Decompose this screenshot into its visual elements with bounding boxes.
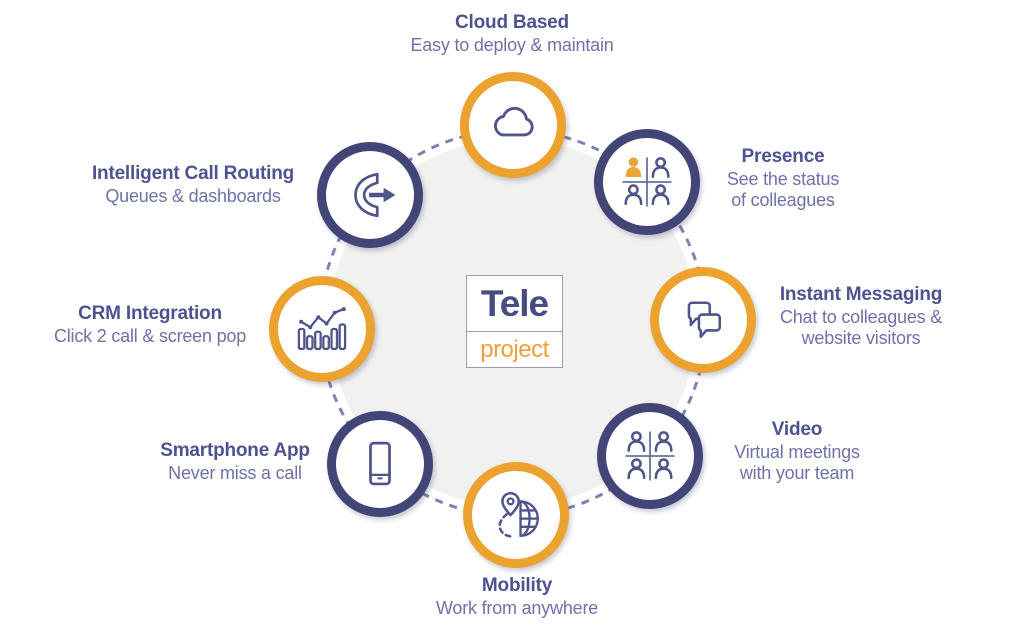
feature-node-mobility (463, 462, 569, 568)
feature-subtitle: Virtual meetings with your team (734, 441, 860, 483)
globe-pin-icon (498, 491, 539, 539)
chat-bubbles-icon (687, 301, 722, 339)
feature-subtitle: Never miss a call (168, 462, 302, 483)
feature-title: CRM Integration (78, 303, 222, 324)
brand-name-top: Tele (467, 276, 562, 333)
feature-subtitle: Easy to deploy & maintain (410, 34, 614, 55)
feature-title: Smartphone App (160, 440, 310, 461)
brand-logo: Tele project (466, 275, 563, 368)
feature-node-video (597, 403, 703, 509)
feature-node-presence (594, 129, 700, 235)
feature-node-intelligent-call-routing (317, 142, 423, 248)
feature-label-intelligent-call-routing: Intelligent Call Routing Queues & dashbo… (28, 163, 358, 207)
feature-label-mobility: Mobility Work from anywhere (367, 575, 667, 619)
feature-subtitle: Queues & dashboards (105, 185, 281, 206)
phone-arrow-icon (354, 172, 396, 218)
feature-node-cloud-based (460, 72, 566, 178)
feature-subtitle: Work from anywhere (435, 597, 599, 618)
feature-title: Mobility (481, 575, 553, 596)
feature-node-instant-messaging (650, 267, 756, 373)
feature-node-crm-integration (269, 276, 375, 382)
feature-label-cloud-based: Cloud Based Easy to deploy & maintain (362, 12, 662, 56)
feature-title: Intelligent Call Routing (91, 163, 295, 184)
bar-line-chart-icon (297, 307, 347, 351)
feature-label-crm-integration: CRM Integration Click 2 call & screen po… (30, 303, 270, 347)
feature-label-presence: Presence See the status of colleagues (683, 146, 883, 211)
feature-title: Presence (741, 146, 825, 167)
smartphone-icon (369, 441, 391, 486)
feature-node-smartphone-app (327, 411, 433, 517)
feature-title: Instant Messaging (779, 284, 943, 305)
brand-name-bottom: project (480, 335, 549, 363)
video-people-grid-icon (625, 431, 675, 481)
feature-label-video: Video Virtual meetings with your team (687, 419, 907, 484)
feature-title: Video (771, 419, 823, 440)
presence-people-grid-icon (622, 157, 672, 207)
feature-subtitle: Click 2 call & screen pop (53, 325, 247, 346)
cloud-icon (494, 106, 534, 137)
feature-subtitle: Chat to colleagues & website visitors (779, 306, 943, 348)
feature-label-instant-messaging: Instant Messaging Chat to colleagues & w… (746, 284, 976, 349)
feature-subtitle: See the status of colleagues (726, 168, 840, 210)
feature-label-smartphone-app: Smartphone App Never miss a call (115, 440, 355, 484)
feature-title: Cloud Based (455, 12, 569, 33)
